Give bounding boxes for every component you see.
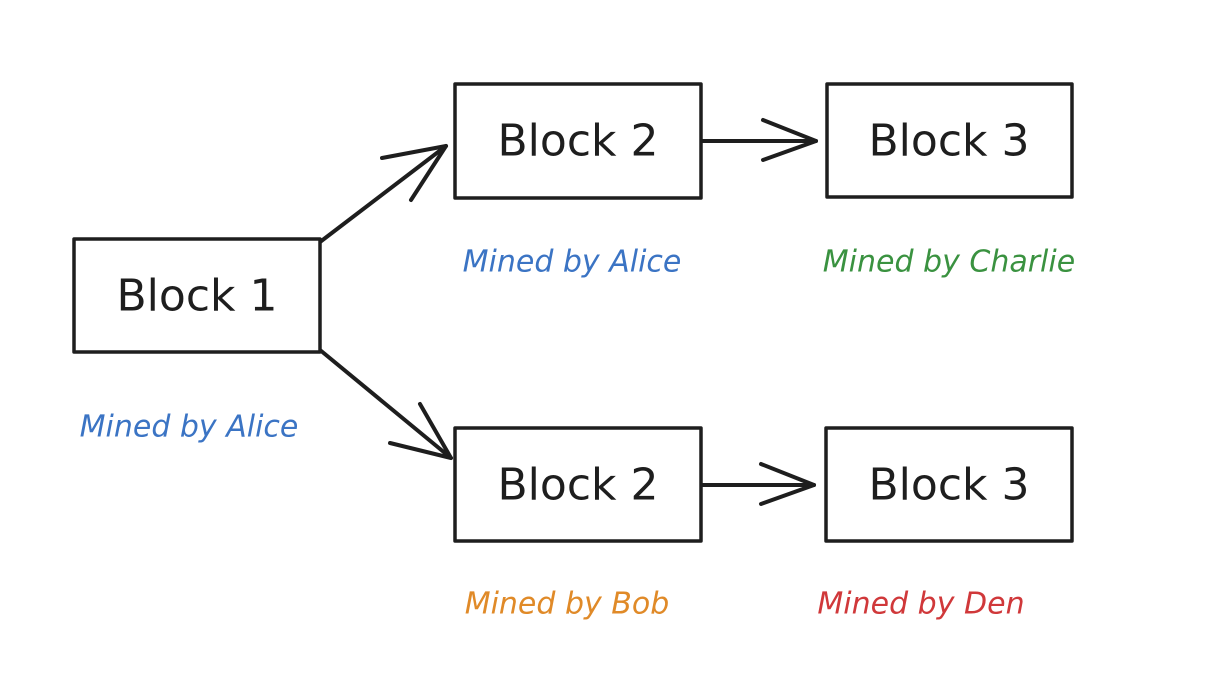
block-3-top-miner-label: Mined by Charlie	[823, 245, 1075, 280]
block-1-miner-label: Mined by Alice	[80, 410, 299, 445]
block-3-bottom-node: Block 3	[824, 426, 1074, 543]
block-3-bottom-miner-label: Mined by Den	[817, 587, 1024, 622]
block-2-bottom-label: Block 2	[498, 460, 659, 511]
block-3-top-box	[825, 82, 1074, 199]
block-2-bottom-box	[453, 426, 703, 543]
block-2-top-node: Block 2	[453, 82, 703, 200]
block-2-bottom-node: Block 2	[453, 426, 703, 543]
arrowhead-block3-bottom	[759, 462, 816, 506]
block-1-node: Block 1	[72, 237, 322, 354]
arrowhead-block3-top	[761, 118, 818, 162]
block-3-top-label: Block 3	[869, 116, 1030, 167]
block-3-bottom-box	[824, 426, 1074, 543]
block-2-top-label: Block 2	[498, 116, 659, 167]
block-2-bottom-miner-label: Mined by Bob	[465, 587, 670, 622]
block-2-top-box	[453, 82, 703, 200]
block-3-bottom-label: Block 3	[869, 460, 1030, 511]
block-1-label: Block 1	[117, 271, 278, 322]
edges	[318, 118, 818, 506]
edge-block1-to-block2-bottom	[318, 348, 453, 460]
block-2-top-miner-label: Mined by Alice	[463, 245, 682, 280]
arrowhead-block2-top	[380, 144, 448, 202]
arrowhead-block2-bottom	[388, 402, 453, 460]
block-1-box	[72, 237, 322, 354]
block-3-top-node: Block 3	[825, 82, 1074, 199]
edge-block1-to-block2-top	[318, 144, 448, 244]
